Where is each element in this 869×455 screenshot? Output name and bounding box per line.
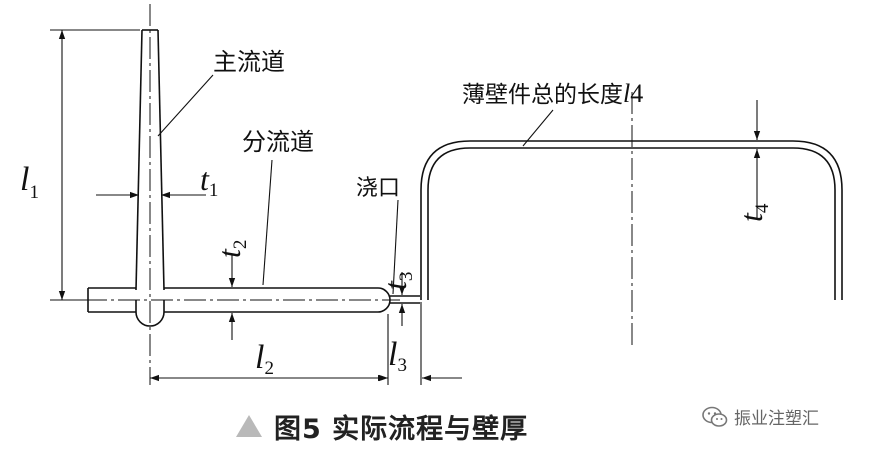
gate-label: 浇口 — [356, 176, 400, 201]
main-runner-label: 主流道 — [213, 48, 285, 76]
part-length-label: 薄壁件总的长度l4 — [462, 79, 643, 108]
dimension-l2 — [150, 314, 389, 385]
dim-l2-label: l2 — [255, 339, 274, 379]
wechat-icon — [702, 406, 728, 427]
gate-shape — [390, 295, 420, 304]
dimension-l1 — [50, 29, 140, 301]
dim-t2-label: t2 — [211, 240, 251, 258]
dim-t4-label: t4 — [733, 203, 773, 222]
caption-text: 图5 实际流程与壁厚 — [274, 413, 529, 445]
triangle-icon — [236, 415, 262, 437]
watermark: 振业注塑汇 — [702, 404, 819, 429]
sprue-shape — [135, 29, 165, 327]
dimension-l3 — [362, 302, 462, 385]
branch-runner-label: 分流道 — [242, 128, 314, 156]
figure-caption: 图5 实际流程与壁厚 — [236, 404, 528, 448]
dim-l1-label: l1 — [20, 161, 39, 203]
dim-t3-label: t3 — [377, 272, 417, 290]
dim-t1-label: t1 — [200, 161, 218, 201]
dim-l3-label: l3 — [388, 336, 407, 376]
watermark-text: 振业注塑汇 — [734, 409, 819, 429]
leader-lines — [157, 74, 554, 295]
